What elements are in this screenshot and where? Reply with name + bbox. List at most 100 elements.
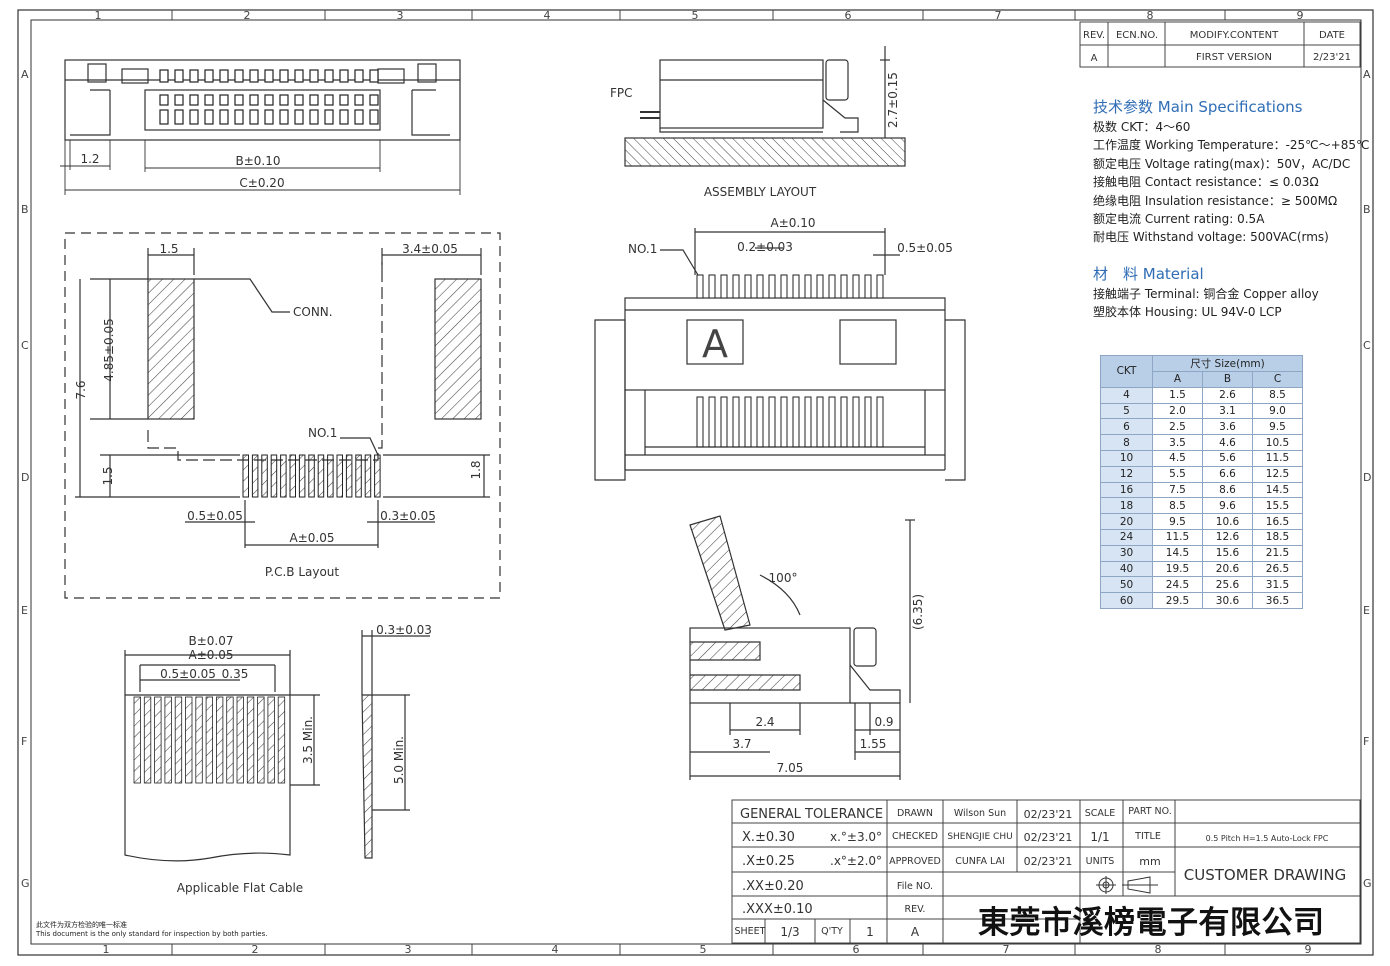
pcb-pad [345, 454, 353, 498]
top-pin [189, 94, 199, 106]
cable-conductor [164, 696, 172, 784]
specifications-panel: 技术参数 Main Specifications 极数 CKT：4～60 工作温… [1093, 96, 1383, 322]
top-pin [189, 69, 199, 83]
pcb-no1-label: NO.1 [308, 426, 337, 440]
front-lower-pin [732, 396, 740, 448]
modify-header: MODIFY.CONTENT [1190, 30, 1279, 41]
ckt-cell: 16 [1100, 481, 1153, 499]
cable-conductor [277, 696, 286, 784]
ecn-header: ECN.NO. [1116, 30, 1158, 41]
cable-conductor [154, 696, 162, 784]
front-pin [852, 274, 860, 299]
units-label: UNITS [1086, 856, 1115, 867]
front-lower-pin [696, 396, 704, 448]
column-marker: 5 [700, 943, 707, 956]
size-cell: 2.6 [1202, 386, 1253, 404]
border-frame [17, 9, 1374, 956]
footnote: 此文件为双方检验的唯一标准 This document is the only … [36, 921, 267, 939]
front-pin [756, 274, 764, 299]
cable-dim-5-0: 5.0 Min. [392, 736, 406, 784]
pcb-dim-1-5-top: 1.5 [159, 242, 178, 256]
front-dim-0-5: 0.5±0.05 [897, 241, 953, 255]
front-view-pins [696, 274, 884, 299]
row-marker: E [21, 604, 28, 617]
size-cell: 7.5 [1152, 481, 1203, 499]
ckt-cell: 24 [1100, 528, 1153, 546]
cable-conductor [143, 696, 152, 784]
top-pin [309, 109, 319, 125]
size-cell: 3.5 [1152, 434, 1203, 451]
top-pin [234, 94, 244, 106]
title-value: 0.5 Pitch H=1.5 Auto-Lock FPC [1206, 834, 1329, 843]
top-view-dims [60, 140, 461, 195]
top-pin [219, 109, 229, 125]
front-lower-pin [876, 396, 884, 448]
cable-conductor [257, 696, 265, 784]
size-cell: 30.6 [1202, 592, 1253, 609]
size-cell: 24.5 [1152, 576, 1203, 594]
front-lower-pin [864, 396, 872, 448]
row-marker: B [1363, 203, 1371, 216]
cable-conductor [185, 696, 193, 784]
front-marker-a: A [702, 322, 728, 366]
column-marker: 4 [544, 9, 551, 22]
size-cell: 10.5 [1252, 434, 1303, 451]
pcb-dim-4-85: 4.85±0.05 [102, 318, 116, 382]
checked-name: SHENGJIE CHU [947, 832, 1012, 842]
column-marker: 7 [1003, 943, 1010, 956]
size-cell: 15.5 [1252, 497, 1303, 515]
row-marker: G [21, 877, 30, 890]
rev-label: REV. [905, 904, 926, 915]
checked-date: 02/23'21 [1024, 831, 1073, 844]
projection-symbol-icon [1096, 876, 1158, 894]
top-pin [294, 109, 304, 125]
size-cell: 12.6 [1202, 528, 1253, 546]
checked-label: CHECKED [892, 831, 938, 842]
pcb-pad [289, 454, 296, 498]
side-dim-2-4: 2.4 [755, 715, 774, 729]
top-pin [309, 69, 319, 83]
size-cell: 9.0 [1252, 402, 1303, 420]
angle-tol-2: .x°±2.0° [830, 854, 882, 868]
column-marker: 6 [845, 9, 852, 22]
side-height: (6.35) [911, 594, 925, 630]
pcb-dim-0-3: 0.3±0.05 [380, 509, 436, 523]
front-lower-pin [744, 396, 752, 448]
row-marker: C [21, 339, 29, 352]
front-pin [792, 274, 800, 299]
size-cell: 4.5 [1152, 449, 1203, 467]
spec-item: 工作温度 Working Temperature：-25℃～+85℃ [1093, 138, 1370, 153]
pcb-pad [251, 454, 259, 498]
pcb-pad [327, 454, 334, 498]
tol-row-1: X.±0.30 [742, 830, 795, 845]
cable-conductor [267, 696, 275, 784]
size-cell: 19.5 [1152, 560, 1203, 578]
side-angle: 100° [769, 571, 798, 585]
size-cell: 9.5 [1252, 418, 1303, 436]
pcb-caption: P.C.B Layout [265, 565, 340, 579]
qty-value: 1 [866, 925, 874, 939]
col-header-a: A [1152, 371, 1203, 388]
pcb-pad [374, 454, 381, 498]
title-label: TITLE [1134, 831, 1161, 842]
column-marker: 7 [995, 9, 1002, 22]
ckt-cell: 20 [1100, 513, 1153, 530]
cable-dim-3-5: 3.5 Min. [301, 716, 315, 764]
pcb-pad [336, 454, 343, 498]
scale-value: 1/1 [1090, 830, 1109, 844]
front-lower-pin [804, 396, 812, 448]
ckt-cell: 10 [1100, 449, 1153, 467]
size-cell: 26.5 [1252, 560, 1303, 578]
front-view-lower-pins [696, 396, 884, 448]
spec-item: 耐电压 Withstand voltage: 500VAC(rms) [1093, 230, 1329, 245]
pcb-dim-a: A±0.05 [290, 531, 335, 545]
side-dim-7-05: 7.05 [777, 761, 804, 775]
column-marker: 4 [552, 943, 559, 956]
size-cell: 36.5 [1252, 592, 1303, 609]
front-lower-pin [720, 396, 728, 448]
sheet-value: 1/3 [780, 925, 799, 939]
